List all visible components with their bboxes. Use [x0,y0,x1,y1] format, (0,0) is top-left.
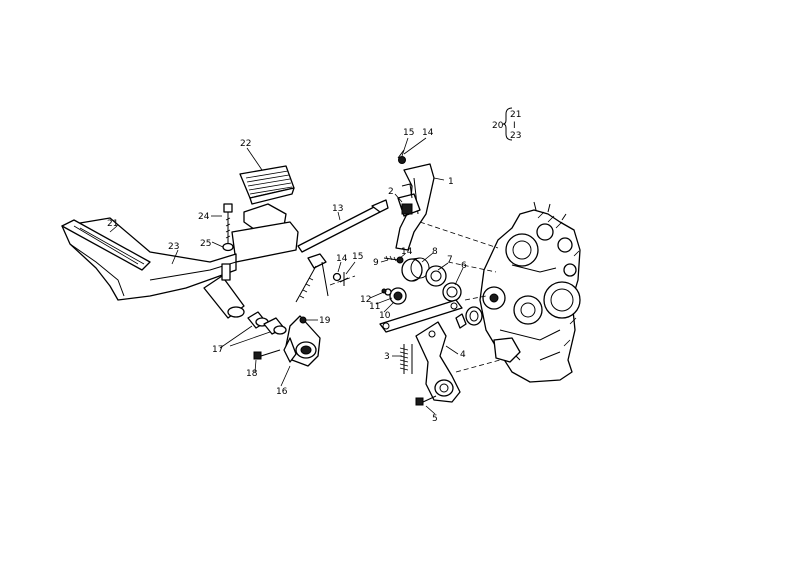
washer-25 [222,242,234,252]
fasteners-14-15-mid [332,272,349,286]
callout-2: 2 [388,187,394,197]
callout-3: 3 [384,352,390,362]
legend-brace [502,107,513,141]
bolt-9 [383,255,404,264]
callout-21: 21 [107,219,118,229]
flange-bearing-16 [283,315,321,367]
callout-16: 16 [276,387,288,397]
legend-separator: I [513,121,516,131]
callout-labels: 1 2 3 4 5 6 7 8 9 10 11 12 13 14 14 14 1… [107,128,467,424]
screw-19 [299,316,307,324]
callout-22: 22 [240,139,251,149]
callout-8: 8 [432,247,438,257]
callout-1: 1 [448,177,454,187]
bolt-18 [253,349,281,360]
leader-lines [109,137,464,415]
pedal-pad-22 [239,165,295,205]
callout-13: 13 [332,204,343,214]
callout-15-mid: 15 [352,252,363,262]
callout-6: 6 [461,261,467,271]
callout-14-right: 14 [401,247,413,257]
ring-6 [442,282,462,302]
callout-23: 23 [168,242,179,252]
callout-5: 5 [432,414,438,424]
gearbox-housing [479,201,581,383]
callout-12: 12 [360,295,371,305]
callout-15-top: 15 [403,128,414,138]
clamp-2 [397,183,421,217]
pedal-pad-21 [61,219,151,271]
legend-20: 20 21 I 23 [492,107,521,141]
callout-19: 19 [319,316,331,326]
bushings-17 [247,311,287,335]
callout-17: 17 [212,345,223,355]
bolt-5 [415,395,437,406]
spring-3 [399,344,413,374]
callout-18: 18 [246,369,258,379]
collar [455,306,483,329]
callout-11: 11 [369,302,380,312]
callout-10: 10 [379,311,391,321]
pedal-shaft [203,263,245,319]
ring-7 [425,265,447,287]
callout-14-mid: 14 [336,254,348,264]
rod-13 [297,199,389,253]
assembly-guide-lines [329,221,501,373]
bolt-24 [223,203,233,244]
arm-4 [415,321,461,403]
legend-item-23: 23 [510,131,521,141]
link-rod [295,253,329,303]
callout-4: 4 [460,350,466,360]
callout-14-top: 14 [422,128,434,138]
callout-7: 7 [447,255,453,265]
legend-item-21: 21 [510,110,521,120]
bearing-8 [401,257,430,282]
flat-link [379,299,463,333]
callout-24: 24 [198,212,210,222]
fasteners-14-15-top [397,149,406,164]
callout-9: 9 [373,258,379,268]
callout-25: 25 [200,239,211,249]
bearing-10-11-12 [381,287,407,305]
legend-group-label: 20 [492,121,504,131]
pedal-bracket [231,203,299,263]
